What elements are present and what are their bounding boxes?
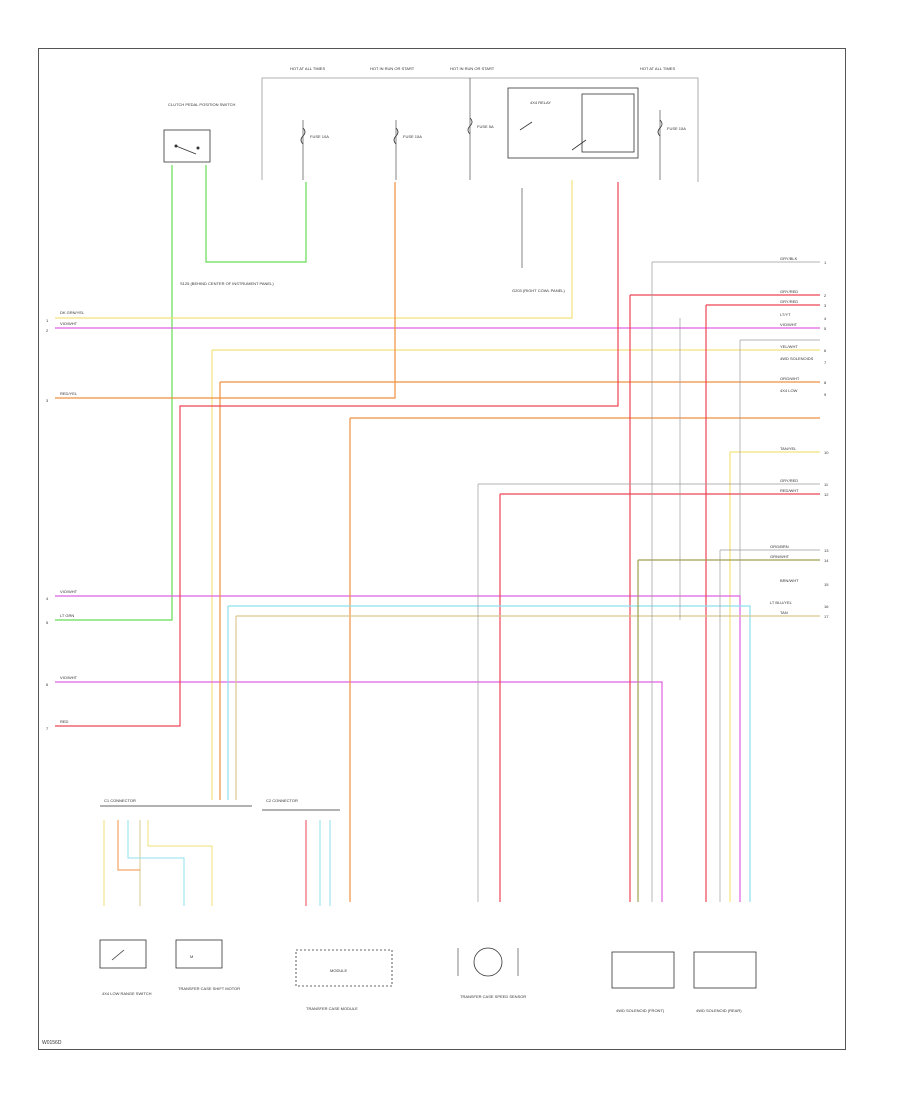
bottom-label-4: TRANSFER CASE SPEED SENSOR <box>460 994 526 999</box>
fuse-3-label: FUSE 5A <box>477 124 494 129</box>
connector-c1-label: C1 CONNECTOR <box>104 798 136 803</box>
right-wire-label: GRY/RED <box>780 478 798 483</box>
splice-note: S125 (BEHIND CENTER OF INSTRUMENT PANEL) <box>180 281 274 286</box>
right-wire-label: 4X4 LOW <box>780 388 798 393</box>
right-pin: 14 <box>824 558 829 563</box>
bottom-label-5: 4WD SOLENOID (FRONT) <box>616 1008 665 1013</box>
right-wire-label: TAN/YEL <box>780 446 797 451</box>
left-wire-label: RED/YEL <box>60 391 78 396</box>
bottom-label-6: 4WD SOLENOID (REAR) <box>696 1008 742 1013</box>
left-wire-labels: DK GRN/YEL VIO/WHT RED/YEL VIO/WHT LT GR… <box>46 310 85 731</box>
clutch-switch-label: CLUTCH PEDAL POSITION SWITCH <box>168 102 236 107</box>
motor-inner-label: M <box>190 954 193 959</box>
connector-c2: C2 CONNECTOR <box>262 798 340 811</box>
bottom-label-2: TRANSFER CASE SHIFT MOTOR <box>178 986 240 991</box>
left-wire-label: VIO/WHT <box>60 589 78 594</box>
lower-left-branches <box>103 820 331 906</box>
fuse-2: FUSE 15A <box>393 120 422 180</box>
ground-g203: G203 (RIGHT COWL PANEL) <box>512 188 565 293</box>
bottom-component-6: 4WD SOLENOID (REAR) <box>693 951 757 1013</box>
fuse-2-label: FUSE 15A <box>403 134 422 139</box>
top-label-hot-run-left: HOT AT ALL TIMES <box>290 66 325 71</box>
left-wire-label: VIO/WHT <box>60 321 78 326</box>
left-wire-label: DK GRN/YEL <box>60 310 85 315</box>
fuse-4-label: FUSE 15A <box>667 126 686 131</box>
right-pin: 17 <box>824 614 829 619</box>
right-pin: 2 <box>824 293 827 298</box>
right-pin: 6 <box>824 348 827 353</box>
left-wire-label: RED <box>60 719 69 724</box>
left-pin: 2 <box>46 328 49 333</box>
bottom-component-5: 4WD SOLENOID (FRONT) <box>611 951 675 1013</box>
ground-label: G203 (RIGHT COWL PANEL) <box>512 288 565 293</box>
right-pin: 9 <box>824 392 827 397</box>
relay-block: 4X4 RELAY <box>507 87 639 159</box>
module-inner-label: MODULE <box>330 968 347 973</box>
left-pin: 1 <box>46 318 49 323</box>
right-wire-label: VIO/WHT <box>780 322 798 327</box>
right-pin: 10 <box>824 450 829 455</box>
left-pin: 7 <box>46 726 49 731</box>
right-pin: 3 <box>824 303 827 308</box>
bottom-component-3: MODULE TRANSFER CASE MODULE <box>295 949 393 1011</box>
right-wire-label: ORG/BRN <box>770 544 789 549</box>
power-distribution-box: HOT AT ALL TIMES HOT IN RUN OR START HOT… <box>261 66 699 182</box>
right-wire-label: TAN <box>780 610 788 615</box>
right-wire-label: ORG/WHT <box>780 376 800 381</box>
right-wire-label: GRN/WHT <box>770 554 790 559</box>
bottom-component-1: 4X4 LOW RANGE SWITCH <box>99 939 152 996</box>
right-pin: 5 <box>824 326 827 331</box>
left-pin: 4 <box>46 596 49 601</box>
right-wire-label: LT BLU/YEL <box>770 600 793 605</box>
right-wire-labels: GRY/BLK GRY/RED GRY/RED LT/YT VIO/WHT YE… <box>770 256 829 619</box>
bottom-label-1: 4X4 LOW RANGE SWITCH <box>102 991 152 996</box>
right-pin: 8 <box>824 380 827 385</box>
right-pin: 1 <box>824 260 827 265</box>
fuse-1-label: FUSE 10A <box>310 134 329 139</box>
right-wire-label: GRY/RED <box>780 299 798 304</box>
right-wire-label: 4WD SOLENOIDS <box>780 356 814 361</box>
bottom-component-2: M TRANSFER CASE SHIFT MOTOR <box>175 939 240 991</box>
right-pin: 16 <box>824 604 829 609</box>
right-wire-label: BRN/WHT <box>780 578 799 583</box>
connector-c1: C1 CONNECTOR <box>100 798 252 807</box>
right-wire-label: YEL/WHT <box>780 344 798 349</box>
fuse-4: FUSE 15A <box>657 110 686 180</box>
bottom-component-4: TRANSFER CASE SPEED SENSOR <box>457 947 526 999</box>
relay-label: 4X4 RELAY <box>530 100 551 105</box>
left-pin: 3 <box>46 398 49 403</box>
right-pin: 15 <box>824 582 829 587</box>
right-pin: 13 <box>824 548 829 553</box>
right-wire-label: GRY/RED <box>780 289 798 294</box>
fuse-1: FUSE 10A <box>300 120 329 180</box>
right-pin: 7 <box>824 360 827 365</box>
right-wire-label: RED/WHT <box>780 488 799 493</box>
right-pin: 12 <box>824 492 829 497</box>
diagram-frame <box>38 48 846 1050</box>
clutch-pedal-position-switch: CLUTCH PEDAL POSITION SWITCH <box>163 102 236 163</box>
diagram-id-label: W0156D <box>42 1040 62 1046</box>
top-label-hot-start-1: HOT IN RUN OR START <box>370 66 415 71</box>
wire-harness <box>55 165 820 902</box>
left-wire-label: VIO/WHT <box>60 675 78 680</box>
right-wire-label: LT/YT <box>780 312 791 317</box>
top-label-hot-start-2: HOT IN RUN OR START <box>450 66 495 71</box>
left-wire-label: LT GRN <box>60 613 74 618</box>
fuse-3: FUSE 5A <box>467 78 494 180</box>
top-label-hot-run-right: HOT AT ALL TIMES <box>640 66 675 71</box>
left-pin: 5 <box>46 620 49 625</box>
right-wire-label: GRY/BLK <box>780 256 798 261</box>
left-pin: 6 <box>46 682 49 687</box>
connector-c2-label: C2 CONNECTOR <box>266 798 298 803</box>
right-pin: 11 <box>824 482 829 487</box>
bottom-label-3: TRANSFER CASE MODULE <box>306 1006 358 1011</box>
right-pin: 4 <box>824 316 827 321</box>
